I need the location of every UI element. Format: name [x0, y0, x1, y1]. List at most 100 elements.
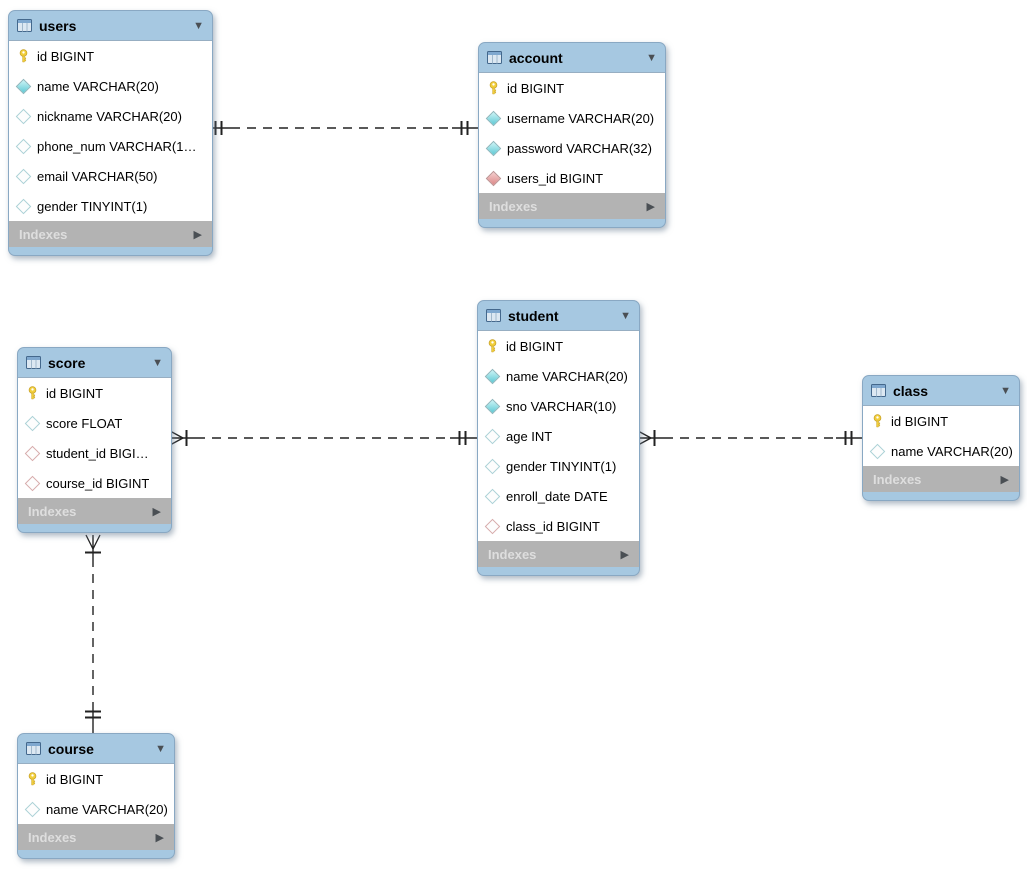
- nullable-column-icon: [24, 415, 40, 431]
- column-text: student_id BIGI…: [46, 445, 149, 461]
- expand-arrow-icon[interactable]: ▶: [155, 831, 164, 844]
- primary-key-icon: [486, 339, 498, 353]
- column-row[interactable]: id BIGINT: [9, 41, 212, 71]
- column-row[interactable]: gender TINYINT(1): [478, 451, 639, 481]
- table-account-columns: id BIGINT username VARCHAR(20) password …: [479, 72, 665, 193]
- expand-arrow-icon[interactable]: ▶: [152, 505, 161, 518]
- column-row[interactable]: gender TINYINT(1): [9, 191, 212, 221]
- indexes-row[interactable]: Indexes ▶: [863, 466, 1019, 492]
- indexes-row[interactable]: Indexes ▶: [478, 541, 639, 567]
- nullable-column-icon: [15, 108, 31, 124]
- expand-arrow-icon[interactable]: ▶: [620, 548, 629, 561]
- column-row[interactable]: id BIGINT: [478, 331, 639, 361]
- table-title: score: [48, 354, 86, 371]
- table-icon: [26, 742, 41, 755]
- column-text: name VARCHAR(20): [891, 443, 1013, 459]
- column-row[interactable]: name VARCHAR(20): [18, 794, 174, 824]
- indexes-label: Indexes: [28, 503, 77, 519]
- not-null-column-icon: [485, 110, 501, 126]
- column-row[interactable]: username VARCHAR(20): [479, 103, 665, 133]
- column-text: phone_num VARCHAR(1…: [37, 138, 197, 154]
- relationship-student-class[interactable]: [637, 430, 862, 446]
- table-score-header[interactable]: score ▼: [18, 348, 171, 377]
- column-text: gender TINYINT(1): [37, 198, 148, 214]
- expand-arrow-icon[interactable]: ▶: [1000, 473, 1009, 486]
- table-account-header[interactable]: account ▼: [479, 43, 665, 72]
- column-text: score FLOAT: [46, 415, 123, 431]
- collapse-arrow-icon[interactable]: ▼: [620, 309, 631, 322]
- collapse-arrow-icon[interactable]: ▼: [155, 742, 166, 755]
- not-null-column-icon: [484, 398, 500, 414]
- column-text: age INT: [506, 428, 553, 444]
- table-course-header[interactable]: course ▼: [18, 734, 174, 763]
- column-row[interactable]: id BIGINT: [479, 73, 665, 103]
- collapse-arrow-icon[interactable]: ▼: [193, 19, 204, 32]
- nullable-column-icon: [869, 443, 885, 459]
- table-class[interactable]: class ▼ id BIGINT name VARCHAR(20) Index…: [862, 375, 1020, 501]
- indexes-label: Indexes: [19, 226, 68, 242]
- indexes-row[interactable]: Indexes ▶: [479, 193, 665, 219]
- column-row[interactable]: age INT: [478, 421, 639, 451]
- table-course[interactable]: course ▼ id BIGINT name VARCHAR(20) Inde…: [17, 733, 175, 859]
- table-account[interactable]: account ▼ id BIGINT username VARCHAR(20)…: [478, 42, 666, 228]
- column-text: name VARCHAR(20): [37, 78, 159, 94]
- column-text: username VARCHAR(20): [507, 110, 655, 126]
- column-row[interactable]: nickname VARCHAR(20): [9, 101, 212, 131]
- column-text: name VARCHAR(20): [506, 368, 628, 384]
- table-icon: [26, 356, 41, 369]
- table-student-columns: id BIGINT name VARCHAR(20) sno VARCHAR(1…: [478, 330, 639, 541]
- indexes-label: Indexes: [489, 198, 538, 214]
- column-row[interactable]: name VARCHAR(20): [478, 361, 639, 391]
- table-icon: [487, 51, 502, 64]
- column-text: id BIGINT: [46, 385, 104, 401]
- column-row[interactable]: sno VARCHAR(10): [478, 391, 639, 421]
- table-title: users: [39, 17, 77, 34]
- column-row[interactable]: class_id BIGINT: [478, 511, 639, 541]
- foreign-key-nullable-icon: [24, 445, 40, 461]
- column-row[interactable]: phone_num VARCHAR(1…: [9, 131, 212, 161]
- expand-arrow-icon[interactable]: ▶: [646, 200, 655, 213]
- column-text: id BIGINT: [37, 48, 95, 64]
- relationship-users-account[interactable]: [211, 121, 478, 135]
- column-row[interactable]: name VARCHAR(20): [9, 71, 212, 101]
- table-course-columns: id BIGINT name VARCHAR(20): [18, 763, 174, 824]
- collapse-arrow-icon[interactable]: ▼: [152, 356, 163, 369]
- relationship-score-student[interactable]: [169, 430, 477, 446]
- indexes-row[interactable]: Indexes ▶: [18, 498, 171, 524]
- table-users[interactable]: users ▼ id BIGINT name VARCHAR(20) nickn…: [8, 10, 213, 256]
- indexes-row[interactable]: Indexes ▶: [9, 221, 212, 247]
- table-users-header[interactable]: users ▼: [9, 11, 212, 40]
- column-row[interactable]: id BIGINT: [18, 764, 174, 794]
- column-row[interactable]: enroll_date DATE: [478, 481, 639, 511]
- column-row[interactable]: password VARCHAR(32): [479, 133, 665, 163]
- column-row[interactable]: course_id BIGINT: [18, 468, 171, 498]
- column-row[interactable]: id BIGINT: [863, 406, 1019, 436]
- table-score-columns: id BIGINT score FLOAT student_id BIGI… c…: [18, 377, 171, 498]
- column-row[interactable]: users_id BIGINT: [479, 163, 665, 193]
- table-score[interactable]: score ▼ id BIGINT score FLOAT student_id…: [17, 347, 172, 533]
- column-text: enroll_date DATE: [506, 488, 608, 504]
- indexes-label: Indexes: [488, 546, 537, 562]
- not-null-column-icon: [485, 140, 501, 156]
- table-student-header[interactable]: student ▼: [478, 301, 639, 330]
- foreign-key-nullable-icon: [484, 518, 500, 534]
- column-row[interactable]: name VARCHAR(20): [863, 436, 1019, 466]
- column-row[interactable]: id BIGINT: [18, 378, 171, 408]
- nullable-column-icon: [15, 168, 31, 184]
- foreign-key-not-null-icon: [485, 170, 501, 186]
- indexes-row[interactable]: Indexes ▶: [18, 824, 174, 850]
- table-class-header[interactable]: class ▼: [863, 376, 1019, 405]
- collapse-arrow-icon[interactable]: ▼: [1000, 384, 1011, 397]
- collapse-arrow-icon[interactable]: ▼: [646, 51, 657, 64]
- table-student[interactable]: student ▼ id BIGINT name VARCHAR(20) sno…: [477, 300, 640, 576]
- column-row[interactable]: student_id BIGI…: [18, 438, 171, 468]
- relationship-score-course[interactable]: [85, 534, 101, 733]
- column-text: password VARCHAR(32): [507, 140, 652, 156]
- table-title: class: [893, 382, 929, 399]
- primary-key-icon: [26, 772, 38, 786]
- column-row[interactable]: email VARCHAR(50): [9, 161, 212, 191]
- expand-arrow-icon[interactable]: ▶: [193, 228, 202, 241]
- column-text: users_id BIGINT: [507, 170, 604, 186]
- column-row[interactable]: score FLOAT: [18, 408, 171, 438]
